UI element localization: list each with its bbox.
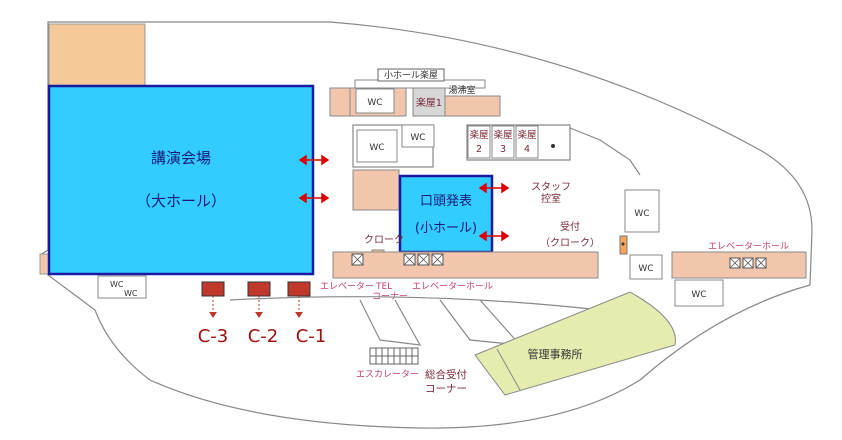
general-reception-label2: コーナー	[425, 383, 467, 395]
main-hall[interactable]	[47, 84, 315, 276]
dressing3-num: 3	[500, 144, 506, 155]
elevator-hall-right-label: エレベーターホール	[708, 241, 789, 252]
corridor-line	[569, 127, 641, 176]
wc-lower-left[interactable]	[97, 275, 147, 299]
management-office[interactable]	[474, 291, 676, 396]
reception-dot	[621, 242, 625, 246]
right-small-room	[444, 95, 501, 117]
wc-right3[interactable]	[674, 279, 724, 307]
elevator-hall-label: エレベーターホール	[412, 281, 493, 292]
dressing4-label: 楽屋	[517, 129, 536, 141]
wc-right2[interactable]	[629, 254, 663, 280]
peach-block	[48, 23, 146, 87]
seating-curve2	[359, 299, 422, 346]
seating-curve3	[439, 299, 522, 346]
building-outline	[39, 21, 813, 429]
booth-c3[interactable]	[201, 281, 225, 297]
corridor-band	[332, 251, 599, 279]
dressing1-label: 楽屋1	[416, 96, 442, 109]
management-office-divider	[496, 348, 521, 391]
reception-sub: （クローク）	[540, 237, 600, 249]
dressing2-num: 2	[476, 144, 482, 155]
dressing2-label: 楽屋	[469, 129, 488, 141]
wc-mid2-label: WC	[410, 133, 425, 143]
left-pink-room	[352, 169, 400, 211]
wc-right2-label: WC	[638, 264, 653, 274]
kettle-room-label: 湯沸室	[448, 84, 475, 96]
booth-c2-label: C-2	[248, 326, 279, 347]
tel-label: TEL	[375, 282, 392, 292]
dressing3[interactable]	[491, 125, 515, 159]
escalator	[369, 347, 419, 365]
main-hall-arrows	[298, 154, 330, 204]
management-office-label: 管理事務所	[528, 347, 583, 361]
wc-top-inner	[355, 88, 395, 114]
wc-right1[interactable]	[624, 189, 660, 233]
small-hall-dressing-label: 小ホール楽屋	[384, 69, 438, 81]
small-hall-sublabel: (小ホール)	[415, 221, 477, 236]
wc-mid[interactable]	[356, 129, 398, 163]
dressing2[interactable]	[467, 125, 491, 159]
elevators-mid	[403, 253, 444, 266]
elevator-label: エレベーター	[320, 281, 374, 292]
general-reception-label: 総合受付	[425, 368, 467, 381]
staff-room-label: スタッフ	[531, 181, 571, 193]
cloak-label: クローク	[364, 234, 404, 246]
staff-room-label2: 控室	[541, 192, 561, 205]
dressing4-num: 4	[524, 144, 530, 155]
wc-right3-label: WC	[691, 290, 706, 300]
small-hall-arrows	[478, 182, 510, 242]
wc-mid-label: WC	[369, 143, 384, 153]
booth-c2[interactable]	[247, 281, 271, 297]
wc-lower-left-label: WC	[110, 280, 124, 289]
dressing3-label: 楽屋	[493, 129, 512, 141]
booth-c1-label: C-1	[296, 326, 327, 347]
dot-marker	[551, 144, 555, 148]
small-hall[interactable]	[398, 174, 494, 254]
dressing-block-outline	[466, 124, 571, 161]
seating-curve	[229, 296, 601, 311]
booth-c1[interactable]	[287, 281, 311, 297]
dressing4[interactable]	[515, 125, 539, 159]
wc-top-label: WC	[367, 98, 382, 108]
main-hall-sublabel: （大ホール）	[136, 192, 226, 210]
elevators-right	[729, 257, 767, 269]
reception-label: 受付	[560, 220, 580, 233]
dressing1[interactable]	[412, 87, 446, 117]
escalator-label: エスカレーター	[356, 369, 419, 380]
booth-arrows	[209, 296, 303, 318]
wc-right1-label: WC	[634, 209, 649, 219]
booth-c3-label: C-3	[198, 326, 229, 347]
small-hall-label: 口頭発表	[420, 194, 472, 209]
small-hall-dressing-label-box	[377, 68, 445, 82]
top-room-left	[329, 87, 351, 117]
wc-mid2[interactable]	[401, 124, 435, 148]
wc-lower-left-label2: WC	[124, 289, 138, 298]
main-hall-label: 講演会場	[151, 149, 211, 167]
